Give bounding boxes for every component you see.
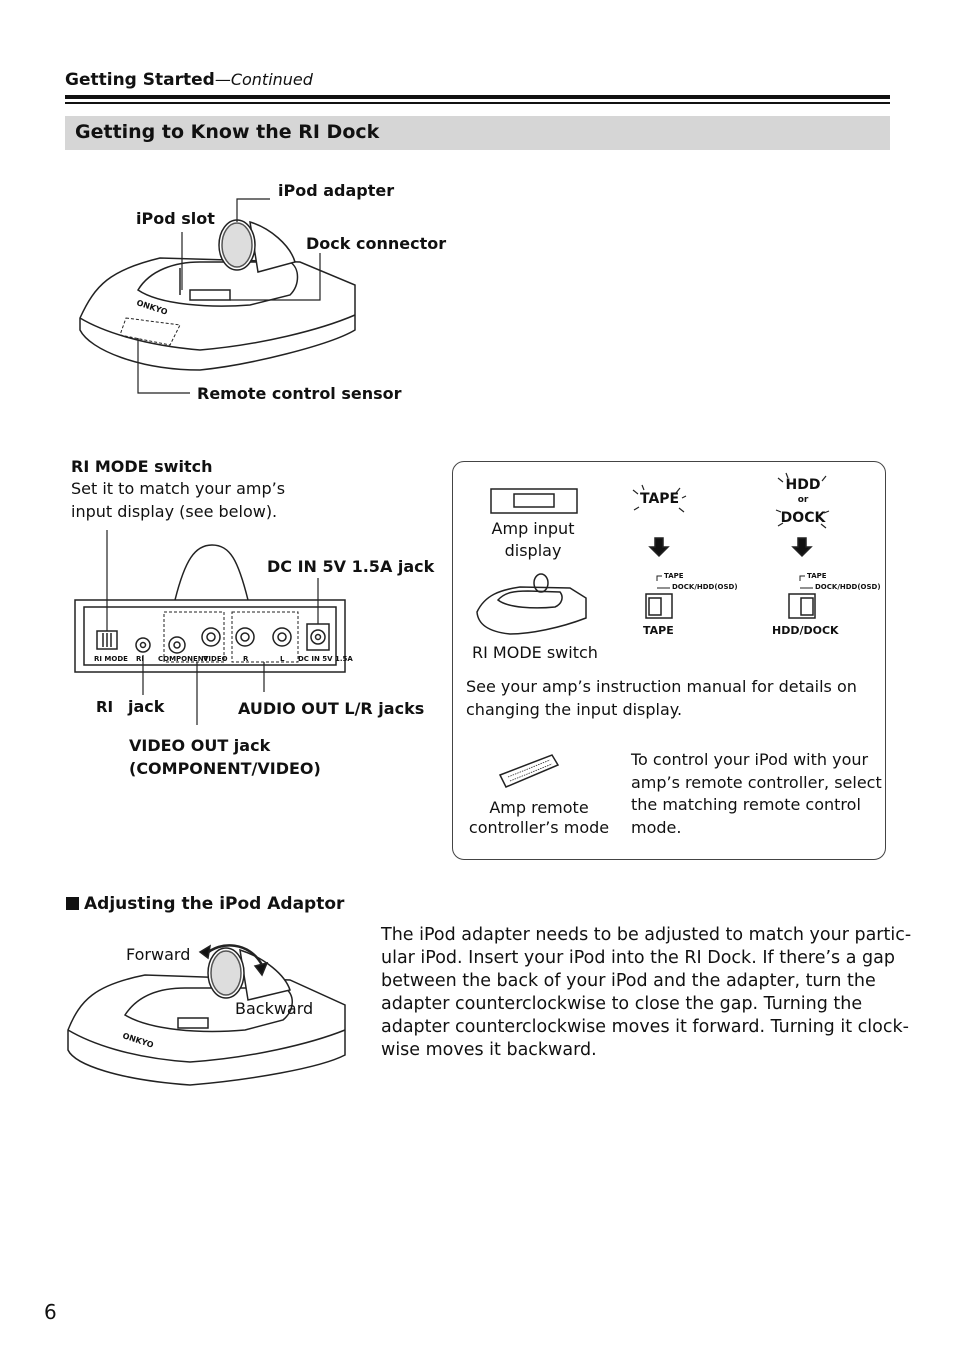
remote-sensor-label: Remote control sensor bbox=[197, 384, 402, 403]
page-number: 6 bbox=[44, 1300, 57, 1324]
switch-tape-bottom-text: DOCK/HDD(OSD) bbox=[672, 583, 738, 591]
amp-input-label-line2: display bbox=[504, 541, 562, 560]
adjust-paragraph: The iPod adapter needs to be adjusted to… bbox=[381, 924, 911, 1062]
input-note-line2: changing the input display. bbox=[466, 700, 683, 719]
page-title-bar: Getting to Know the RI Dock bbox=[65, 116, 890, 150]
switch-hdd-top-text: TAPE bbox=[807, 572, 827, 580]
audio-out-label: AUDIO OUT L/R jacks bbox=[238, 699, 425, 718]
adjust-paragraph-line: adapter counterclockwise moves it forwar… bbox=[381, 1017, 909, 1037]
hdd-display: HDD bbox=[785, 477, 821, 493]
panel-dc-in-text: DC IN 5V 1.5A bbox=[298, 655, 353, 663]
dc-in-label: DC IN 5V 1.5A jack bbox=[267, 557, 435, 576]
ipod-slot-label: iPod slot bbox=[136, 209, 215, 228]
adjust-paragraph-line: ular iPod. Insert your iPod into the RI … bbox=[381, 948, 895, 968]
panel-r-text: R bbox=[243, 655, 249, 663]
ipod-adapter-label: iPod adapter bbox=[278, 181, 395, 200]
ri-jack-label: jack bbox=[128, 697, 165, 716]
ri-mode-info-box bbox=[452, 461, 886, 860]
ri-mode-desc-line1: Set it to match your amp’s bbox=[71, 479, 286, 498]
panel-video-text: VIDEO bbox=[203, 655, 228, 663]
tape-setting-label: TAPE bbox=[643, 624, 674, 637]
onkyo-logo: ONKYO bbox=[135, 298, 169, 317]
panel-ri-mode-text: RI MODE bbox=[94, 655, 128, 663]
video-out-label-line2: (COMPONENT/VIDEO) bbox=[129, 759, 321, 778]
input-note-line1: See your amp’s instruction manual for de… bbox=[466, 677, 857, 696]
adjust-paragraph-line: adapter counterclockwise to close the ga… bbox=[381, 994, 863, 1014]
onkyo-logo-adjust: ONKYO bbox=[121, 1031, 155, 1050]
dock-connector-label: Dock connector bbox=[306, 234, 447, 253]
remote-text-line4: mode. bbox=[631, 818, 682, 837]
panel-l-text: L bbox=[280, 655, 285, 663]
switch-hdd-bottom-text: DOCK/HDD(OSD) bbox=[815, 583, 881, 591]
forward-label: Forward bbox=[126, 945, 191, 964]
backward-label: Backward bbox=[235, 999, 314, 1018]
or-text: or bbox=[797, 495, 809, 505]
remote-text-line1: To control your iPod with your bbox=[631, 750, 869, 769]
adjust-paragraph-line: The iPod adapter needs to be adjusted to… bbox=[381, 925, 912, 945]
remote-text-line3: the matching remote control bbox=[631, 795, 861, 814]
square-bullet-icon bbox=[66, 897, 79, 910]
remote-text-line2: amp’s remote controller, select bbox=[631, 773, 882, 792]
page-title: Getting to Know the RI Dock bbox=[75, 121, 380, 143]
panel-ri-text: RI bbox=[136, 655, 144, 663]
adjust-heading: Adjusting the iPod Adaptor bbox=[84, 894, 345, 914]
ri-mode-desc-line2: input display (see below). bbox=[71, 502, 278, 521]
continued-label: —Continued bbox=[214, 70, 313, 89]
amp-input-label-line1: Amp input bbox=[491, 519, 575, 538]
header-rule-thin bbox=[65, 102, 890, 104]
ri-logo-icon: RI bbox=[96, 698, 114, 716]
adjust-paragraph-line: between the back of your iPod and the ad… bbox=[381, 971, 876, 991]
amp-remote-label-line1: Amp remote bbox=[489, 798, 589, 817]
tape-display: TAPE bbox=[640, 491, 680, 507]
video-out-label-line1: VIDEO OUT jack bbox=[129, 736, 271, 755]
switch-tape-top-text: TAPE bbox=[664, 572, 684, 580]
panel-component-text: COMPONENT bbox=[158, 655, 209, 663]
amp-remote-label-line2: controller’s mode bbox=[468, 818, 610, 837]
header-rule-thick bbox=[65, 95, 890, 99]
section-title: Getting Started bbox=[65, 70, 215, 90]
adjust-paragraph-line: wise moves it backward. bbox=[381, 1040, 597, 1060]
ri-mode-switch-title: RI MODE switch bbox=[71, 457, 213, 476]
dock-display: DOCK bbox=[780, 510, 826, 526]
ri-mode-switch-caption: RI MODE switch bbox=[472, 643, 598, 662]
hdd-dock-setting-label: HDD/DOCK bbox=[772, 624, 839, 637]
section-header: Getting Started—Continued bbox=[65, 70, 313, 90]
